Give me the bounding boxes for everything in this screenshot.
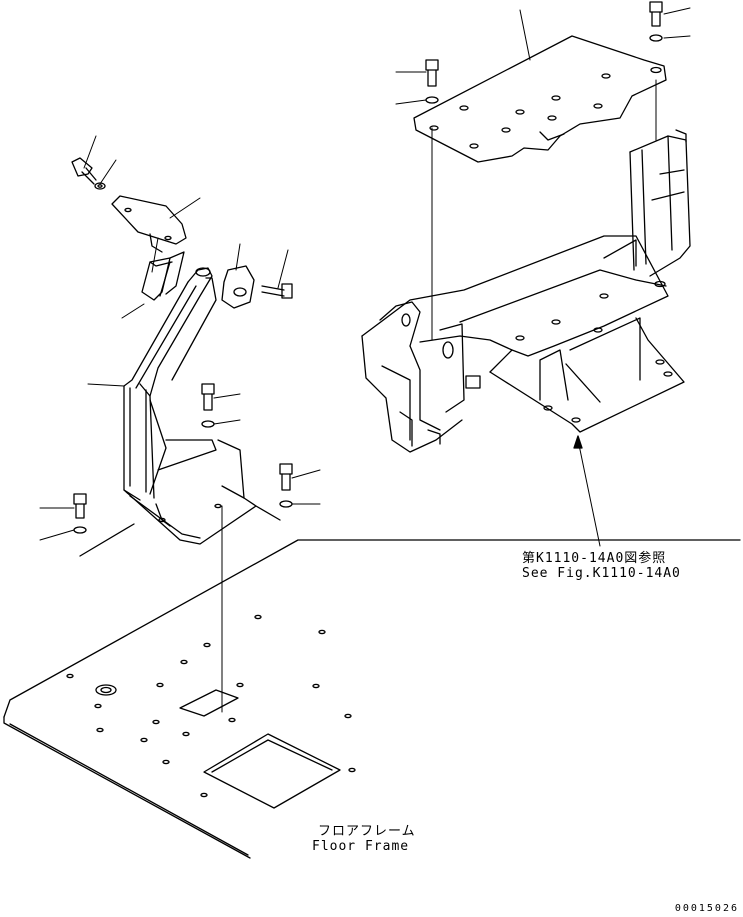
washer-icon [425,96,439,104]
hex-bolt-icon [279,463,293,508]
hex-bolt-icon [261,283,293,299]
hex-bolt-icon [425,59,439,87]
reference-label: 第K1110-14A0図参照 See Fig.K1110-14A0 [522,551,681,581]
leader-lines [39,135,321,541]
clamp-left [141,251,185,301]
floor-frame-plate [3,539,741,859]
leader-lines [395,7,691,105]
floor-frame-label-en: Floor Frame [312,839,410,854]
hex-bolt-icon [201,383,215,428]
hex-bolt-icon [73,493,87,534]
floor-round-hole [95,684,117,696]
reference-arrow [573,435,601,547]
console-top-cover [413,35,667,163]
reference-label-jp: 第K1110-14A0図参照 [522,551,667,566]
hex-bolt-icon [71,157,97,185]
floor-frame-label-jp: フロアフレーム [318,824,416,839]
hex-bolt-icon [649,1,663,27]
floor-frame-label: フロアフレーム Floor Frame [312,824,416,854]
pedal-bracket [79,267,281,557]
washer-icon [649,34,663,42]
cover-plate [111,195,187,253]
drawing-code: 00015026 [674,903,739,914]
console-frame [361,129,691,453]
floor-square-opening [203,733,341,809]
clamp-right [221,265,255,309]
floor-slot [179,689,239,717]
reference-label-en: See Fig.K1110-14A0 [522,566,681,581]
washer-icon [94,182,106,190]
